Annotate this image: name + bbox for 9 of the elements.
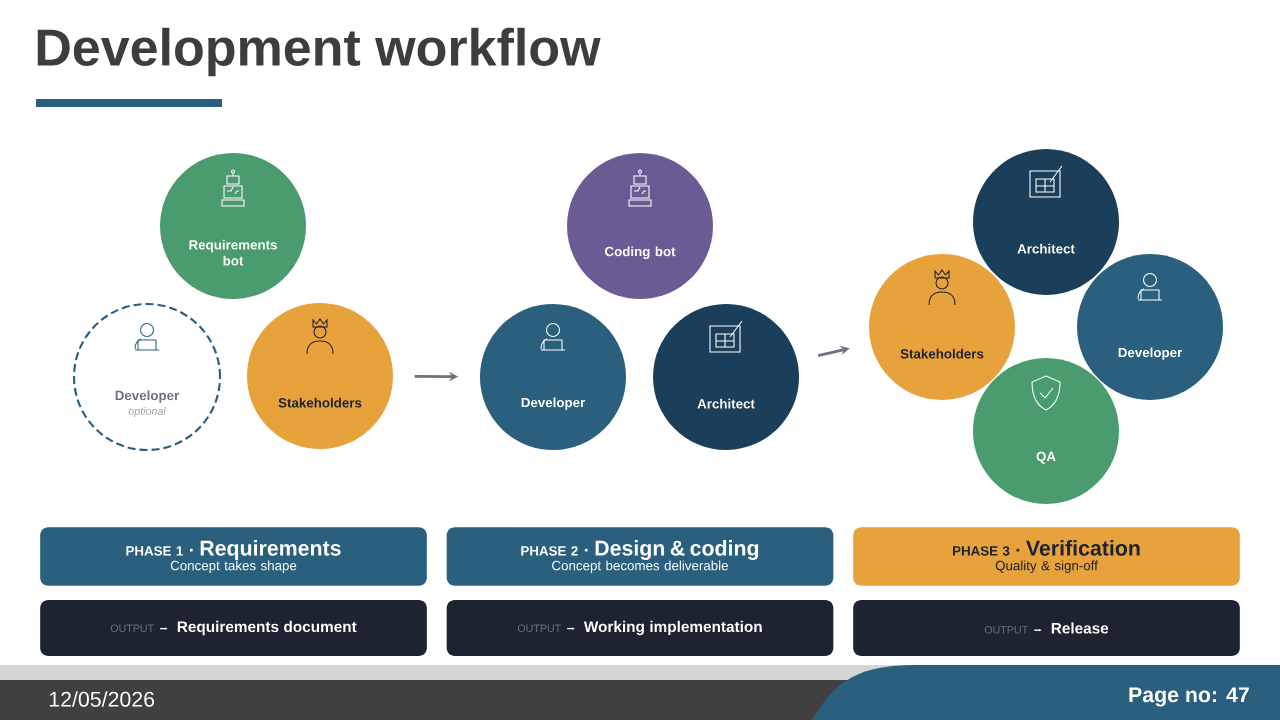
- phase-box: PHASE 2 Design & coding Concept becomes deliverable: [446, 527, 834, 586]
- phase-box: PHASE 3 Verification Quality & sign-off: [853, 527, 1240, 586]
- footer-date: 12/05/2026: [49, 691, 155, 707]
- output-box: OUTPUT Requirements document: [40, 600, 427, 656]
- title: Development workflow: [37, 27, 601, 77]
- output-box: OUTPUT Release: [853, 600, 1240, 656]
- phase-box: PHASE 1 Requirements Concept takes shape: [40, 527, 427, 586]
- page-number: Page no: 47: [1129, 687, 1249, 707]
- output-box: OUTPUT Working implementation: [446, 600, 834, 656]
